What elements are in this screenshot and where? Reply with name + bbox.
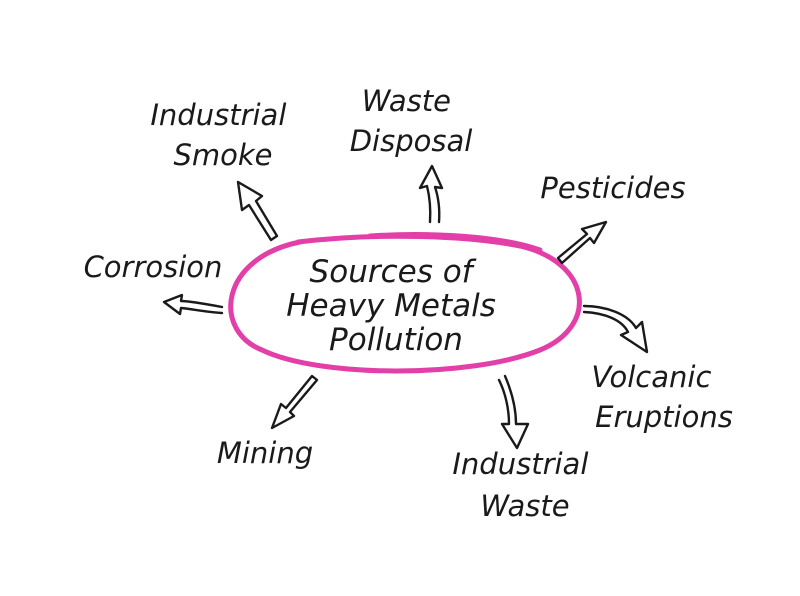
label-industrial-waste: Industrial Waste [452, 447, 597, 523]
label-line: Mining [217, 436, 313, 470]
label-line: Corrosion [84, 250, 223, 284]
arrow-to-industrial-smoke [236, 180, 279, 242]
central-title-line: Heavy Metals [286, 288, 496, 324]
arrow-to-mining [270, 374, 319, 430]
central-title-line: Sources of [310, 254, 477, 290]
label-volcanic-eruptions: Volcanic Eruptions [591, 360, 732, 434]
label-line: Eruptions [595, 400, 733, 434]
label-line: Industrial [452, 447, 588, 481]
label-line: Waste [480, 489, 569, 523]
label-corrosion: Corrosion [84, 250, 223, 284]
label-waste-disposal: Waste Disposal [350, 84, 473, 158]
central-title-line: Pollution [329, 322, 463, 358]
central-ellipse-overstroke [367, 232, 543, 253]
label-line: Pesticides [540, 171, 685, 205]
arrow-to-waste-disposal [418, 164, 444, 224]
source-labels: Industrial Smoke Waste Disposal Pesticid… [84, 84, 733, 523]
arrow-to-industrial-waste [497, 374, 530, 450]
label-pesticides: Pesticides [540, 171, 685, 205]
label-line: Volcanic [591, 360, 711, 394]
label-mining: Mining [217, 436, 313, 470]
central-title: Sources of Heavy Metals Pollution [286, 254, 506, 358]
label-line: Industrial [150, 98, 286, 132]
arrow-to-volcanic-eruptions [582, 304, 649, 354]
arrow-to-corrosion [162, 293, 224, 316]
label-industrial-smoke: Industrial Smoke [150, 98, 295, 172]
arrow-to-pesticides [556, 220, 608, 265]
label-line: Waste [362, 84, 451, 118]
central-node: Sources of Heavy Metals Pollution [228, 232, 582, 374]
arrows [162, 164, 649, 450]
label-line: Disposal [350, 124, 473, 158]
label-line: Smoke [173, 138, 272, 172]
